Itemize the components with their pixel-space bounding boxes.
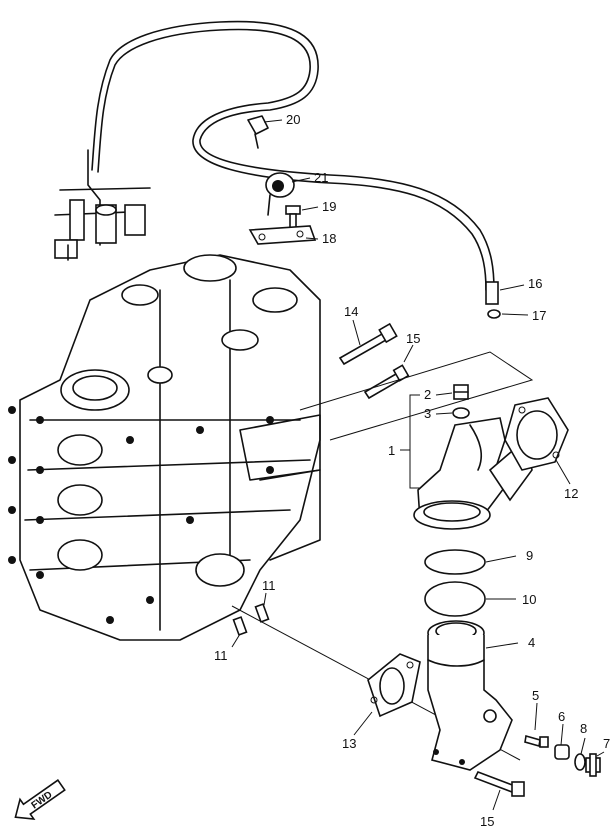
o-ring-10 — [424, 581, 486, 617]
callout-21: 21 — [314, 170, 328, 185]
dowel-pin-11-a — [254, 603, 270, 623]
bolt-15-upper — [363, 364, 410, 400]
callout-15-lower: 15 — [480, 814, 494, 829]
leader-lines — [231, 119, 605, 811]
callout-1: 1 — [388, 443, 395, 458]
callout-12: 12 — [564, 486, 578, 501]
o-ring-8 — [574, 753, 586, 771]
cylinder-block — [8, 254, 321, 641]
callout-5: 5 — [532, 688, 539, 703]
forward-arrow: FWD — [14, 779, 66, 820]
drain-plug-2 — [453, 384, 469, 400]
bolt-15-lower — [473, 770, 525, 797]
callout-7: 7 — [603, 736, 610, 751]
callout-14: 14 — [344, 304, 358, 319]
callout-17: 17 — [532, 308, 546, 323]
callout-18: 18 — [322, 231, 336, 246]
callout-13: 13 — [342, 736, 356, 751]
callout-20: 20 — [286, 112, 300, 127]
callout-15-upper: 15 — [406, 331, 420, 346]
callout-8: 8 — [580, 721, 587, 736]
gasket-13 — [367, 653, 421, 718]
sensor-unit — [265, 172, 295, 216]
o-ring-9 — [424, 549, 486, 575]
callout-6: 6 — [558, 709, 565, 724]
bolt-14 — [338, 322, 398, 366]
callout-16: 16 — [528, 276, 542, 291]
bracket-18 — [248, 225, 317, 245]
callout-10: 10 — [522, 592, 536, 607]
plug-7 — [585, 753, 601, 777]
hose-clamp — [247, 115, 269, 149]
hose-clip-17 — [487, 309, 501, 319]
callout-3: 3 — [424, 406, 431, 421]
o-ring-3 — [452, 407, 470, 419]
callout-4: 4 — [528, 635, 535, 650]
bolt-5 — [524, 734, 549, 748]
water-hose — [91, 20, 499, 305]
callout-19: 19 — [322, 199, 336, 214]
exhaust-joint-4 — [427, 620, 513, 771]
collar-6 — [554, 744, 570, 760]
hose-end-fitting — [485, 281, 499, 305]
callout-2: 2 — [424, 387, 431, 402]
callout-11-upper: 11 — [262, 578, 276, 593]
gasket-12 — [504, 397, 569, 471]
callout-11-lower: 11 — [214, 648, 228, 663]
callout-9: 9 — [526, 548, 533, 563]
callouts: 20 21 19 18 16 17 14 15 2 3 1 12 9 10 4 … — [214, 112, 610, 829]
hose-connection-detail — [54, 149, 151, 261]
dowel-pin-11-b — [232, 616, 248, 636]
